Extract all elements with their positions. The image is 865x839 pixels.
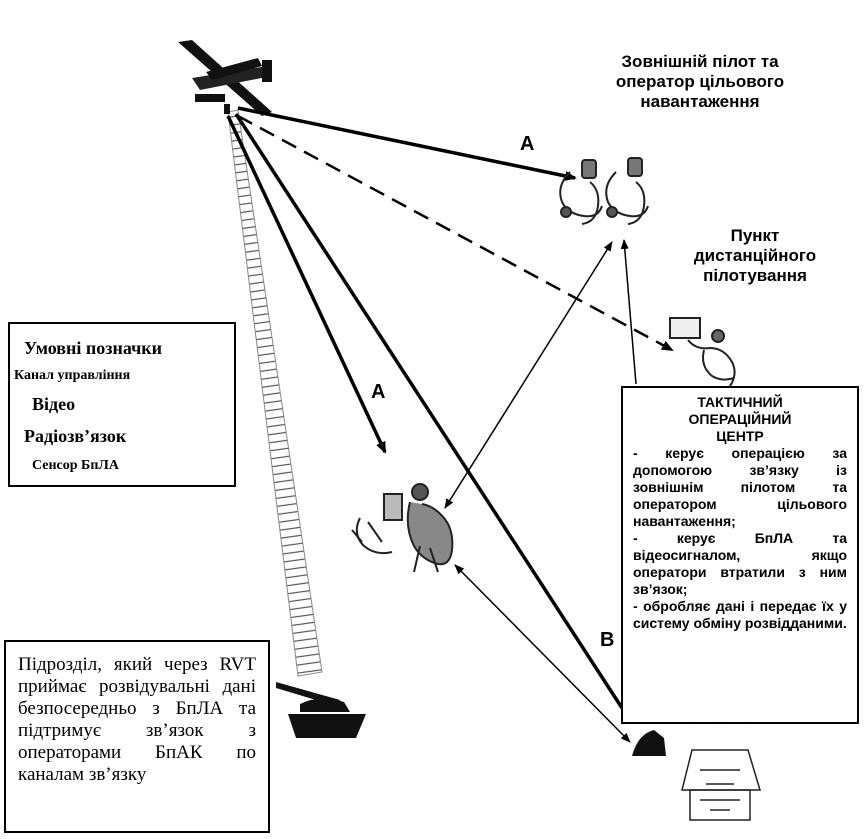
radio-link-ground-toc bbox=[454, 564, 631, 743]
link-a-external-pilot bbox=[237, 106, 577, 181]
toc-item-3: - обробляє дані і передає їх у систему о… bbox=[633, 598, 847, 631]
external-pilot-label: Зовнішній пілот та оператор цільового на… bbox=[615, 52, 785, 111]
radio-link-pilot-toc bbox=[620, 239, 637, 385]
remote-point-label: Пункт дистанційного пілотування bbox=[693, 226, 817, 285]
legend-title: Умовні позначки bbox=[24, 338, 163, 358]
legend-control-label: Канал управління bbox=[14, 368, 131, 383]
legend-box: Умовні позначки Канал управління Відео Р… bbox=[8, 322, 236, 487]
external-pilot-operators-icon bbox=[559, 157, 649, 225]
radio-link-pilot-ground bbox=[444, 241, 613, 509]
tank-icon bbox=[276, 682, 366, 738]
toc-title-1: ТАКТИЧНИЙ bbox=[697, 394, 783, 410]
link-a-top-label: A bbox=[520, 133, 534, 155]
unit-description-box: Підрозділ, який через RVT приймає розвід… bbox=[4, 640, 270, 833]
sensor-cone bbox=[227, 109, 323, 677]
toc-mound-icon bbox=[632, 730, 666, 756]
uav-aircraft-icon bbox=[178, 40, 272, 116]
legend-radio-label: Радіозв’язок bbox=[24, 426, 127, 446]
link-b-label: B bbox=[600, 629, 614, 651]
toc-item-2: - керує БпЛА та відеосигналом, якщо опер… bbox=[633, 530, 847, 597]
toc-title-2: ОПЕРАЦІЙНИЙ bbox=[688, 411, 792, 427]
toc-item-1: - керує операцією за допомогою зв’язку і… bbox=[633, 445, 847, 529]
link-a-left-label: A bbox=[371, 381, 385, 403]
legend-video-label: Відео bbox=[32, 394, 76, 414]
toc-title-3: ЦЕНТР bbox=[716, 428, 764, 444]
link-a-ground bbox=[226, 115, 387, 454]
link-dashed-remote-point bbox=[237, 114, 674, 352]
legend-sensor-label: Сенсор БпЛА bbox=[32, 458, 119, 473]
ground-operators-icon bbox=[351, 483, 454, 573]
tactical-operations-center-box: ТАКТИЧНИЙ ОПЕРАЦІЙНИЙ ЦЕНТР - керує опер… bbox=[621, 386, 859, 724]
remote-piloting-operator-icon bbox=[669, 317, 736, 387]
